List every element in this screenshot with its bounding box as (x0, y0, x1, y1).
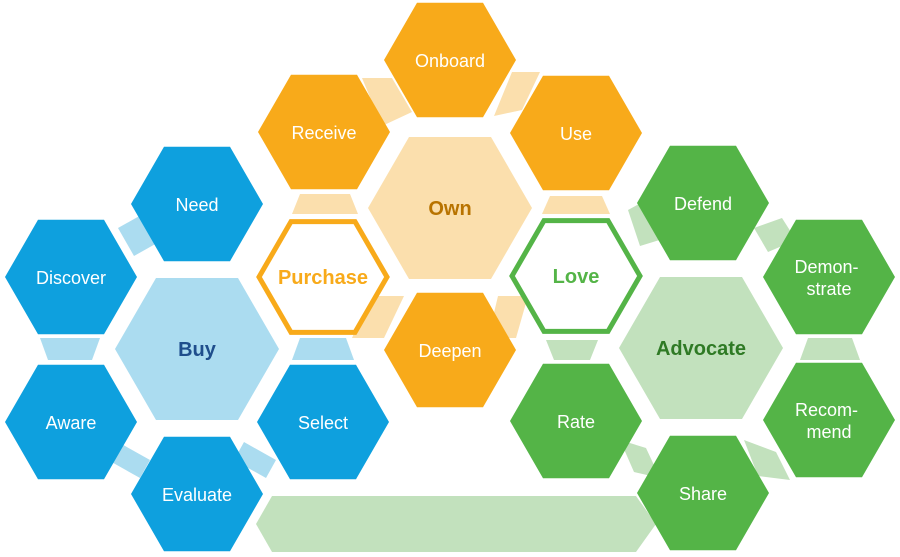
hub-hex-buy (115, 278, 279, 420)
stage-label-recommend: Recom- mend (795, 400, 863, 442)
stage-hex-deepen (384, 292, 516, 408)
stage-label-demonstrate: Demon- strate (794, 257, 863, 299)
stage-hex-discover (5, 219, 137, 335)
stage-label-aware: Aware (46, 413, 97, 433)
connector-buy-discover-aware (40, 338, 100, 360)
stage-label-recommend-line-1: Recom- (795, 400, 858, 420)
connector-adv-love-rate (546, 340, 598, 360)
connector-own-receive-onboard (362, 78, 412, 126)
stage-hex-aware (5, 364, 137, 480)
stage-label-deepen: Deepen (418, 341, 481, 361)
connector-bottom-bar (256, 496, 656, 552)
stage-hex-share (637, 435, 769, 551)
stage-hex-receive (258, 74, 390, 190)
stage-label-rate: Rate (557, 412, 595, 432)
connector-own-purchase-deepen (352, 296, 404, 338)
stage-hex-onboard (384, 2, 516, 118)
hexagons (5, 2, 895, 552)
connector-adv-rate-share (620, 440, 660, 478)
connector-own-use-love (542, 196, 610, 214)
transition-label-love: Love (553, 266, 600, 288)
stage-label-demonstrate-line-1: Demon- (794, 257, 858, 277)
stage-hex-use (510, 75, 642, 191)
connector-buy-select-purchase (292, 338, 354, 360)
stage-label-onboard: Onboard (415, 51, 485, 71)
hub-label-advocate: Advocate (656, 338, 746, 360)
stage-hex-demonstrate (763, 219, 895, 335)
stage-hex-evaluate (131, 436, 263, 552)
labels: Buy Need Discover Aware Evaluate Select … (36, 51, 863, 505)
stage-label-receive: Receive (291, 123, 356, 143)
stage-label-use: Use (560, 124, 592, 144)
connector-adv-demonstrate-recommend (800, 338, 860, 360)
stage-label-need: Need (175, 195, 218, 215)
stage-hex-recommend (763, 362, 895, 478)
connector-adv-recommend-share (744, 440, 790, 480)
hub-label-buy: Buy (178, 339, 217, 361)
stage-label-select: Select (298, 413, 348, 433)
transition-label-purchase: Purchase (278, 267, 368, 289)
stage-hex-select (257, 364, 389, 480)
connector-buy-evaluate-select (234, 442, 276, 478)
stage-label-discover: Discover (36, 268, 106, 288)
hub-hex-own (368, 137, 532, 279)
hub-label-own: Own (428, 198, 471, 220)
stage-hex-rate (510, 363, 642, 479)
connector-own-onboard-use (494, 72, 540, 116)
stage-label-share: Share (679, 484, 727, 504)
stage-hex-defend (637, 145, 769, 261)
hub-hex-advocate (619, 277, 783, 419)
stage-label-recommend-line-2: mend (806, 422, 851, 442)
connectors (40, 72, 860, 552)
transition-hex-purchase (256, 219, 390, 335)
stage-hex-need (131, 146, 263, 262)
transition-hex-love (509, 218, 643, 334)
stage-label-evaluate: Evaluate (162, 485, 232, 505)
stage-label-defend: Defend (674, 194, 732, 214)
stage-label-demonstrate-line-2: strate (806, 279, 851, 299)
connector-own-purchase-receive (292, 194, 358, 214)
